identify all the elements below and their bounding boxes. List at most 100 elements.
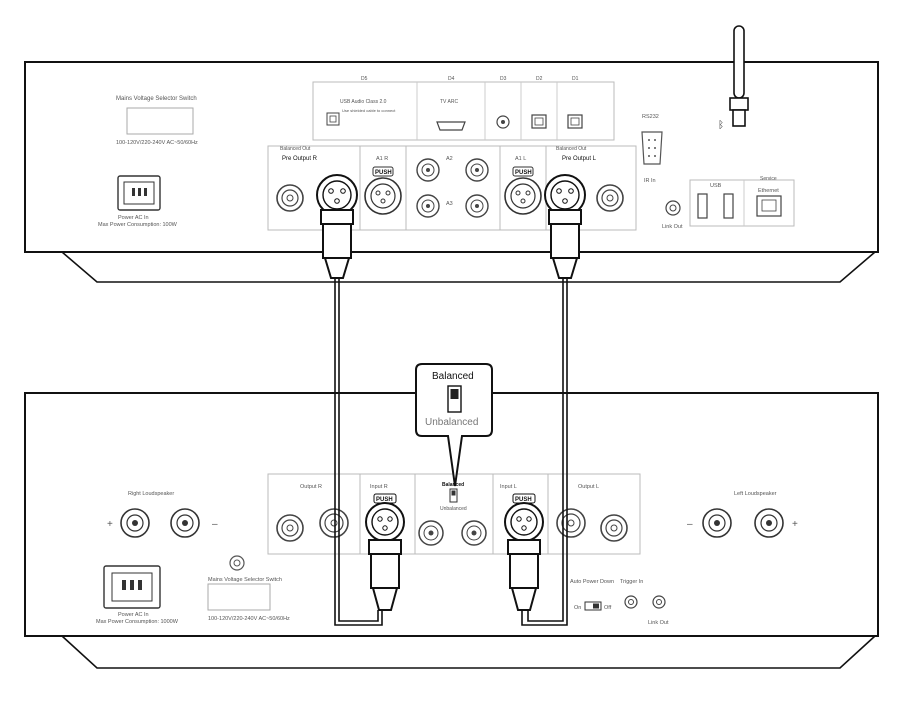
rca-inner [423,525,439,541]
left-speaker-terminal-minus[interactable] [702,508,732,538]
rs232-pin [648,155,650,157]
xlr-pin [521,525,527,531]
jack-ring [281,519,299,537]
input-l-xlr[interactable]: PUSH [504,493,544,542]
bottom-power-pin [130,580,134,590]
rca-outer [416,158,440,182]
link-out-label: Link Out [662,224,683,230]
link-out-label-bottom: Link Out [648,620,669,626]
usb-port-1[interactable] [697,193,708,219]
a1-left-label: A1 R [376,156,388,162]
xlr-pin [515,190,521,196]
rca-input-r[interactable] [418,520,444,546]
rca-a2-right[interactable] [465,158,489,182]
rca-core [475,168,479,172]
a1-l-xlr-input[interactable]: PUSH [504,166,542,215]
terminal-core [132,520,138,526]
auto-power-label: Auto Power Down [570,579,614,585]
top-power-inlet[interactable] [117,175,161,211]
jack-ring [601,189,619,207]
top-unit: Mains Voltage Selector Switch 100-120V/2… [24,25,879,283]
rca-a3-right[interactable] [465,194,489,218]
rca-inner [421,163,435,177]
a1-r-xlr-input[interactable]: PUSH [364,166,402,215]
xlr-pin [387,516,393,522]
rca-outer [416,194,440,218]
plug-boot [510,587,538,611]
output-l-jack-2[interactable] [600,514,628,542]
right-speaker-terminal-plus[interactable] [120,508,150,538]
on-label: On [574,605,581,611]
xlr-pin [334,198,340,204]
callout-switch-knob [450,389,459,399]
rca-a3-left[interactable] [416,194,440,218]
xlr-body [504,177,542,215]
coax-port-d3[interactable] [496,115,510,129]
rca-input-l[interactable] [461,520,487,546]
jack-ring [281,189,299,207]
ethernet-port[interactable] [756,195,782,217]
usb-port-2[interactable] [723,193,734,219]
xlr-pin [375,190,381,196]
digital-input-label-d2: D2 [536,76,543,82]
xlr-pin [520,198,526,204]
bottom-power-label-1: Power AC In [118,612,149,618]
rca-core [475,204,479,208]
optical-port-d1[interactable] [567,114,583,129]
bluetooth-antenna[interactable] [729,25,749,127]
rs232-pin [648,147,650,149]
antenna-base [729,97,749,111]
rca-core [428,530,434,536]
terminal-outer [120,508,150,538]
xlr-inner [370,183,396,209]
xlr-pin [562,198,568,204]
cable-wire [521,278,568,626]
top-voltage-switch[interactable] [126,107,194,135]
rs232-port[interactable] [641,131,663,165]
left-speaker-terminal-plus[interactable] [754,508,784,538]
terminal-core [182,520,188,526]
left-speaker-label: Left Loudspeaker [734,491,777,497]
plug-collar [507,539,541,555]
plug-body [322,223,352,259]
rca-core [426,168,430,172]
output-r-jack[interactable] [276,514,304,542]
usb-b-port-d5[interactable] [326,112,340,126]
output-l-jack[interactable] [556,508,586,538]
top-pre-out-l-rca[interactable] [596,184,624,212]
xlr-body [364,177,402,215]
top-pre-out-r-rca[interactable] [276,184,304,212]
link-out-jack-bottom[interactable] [652,595,666,609]
xlr-pin [385,190,391,196]
bottom-power-inlet[interactable] [103,565,161,609]
xlr-pin [328,188,334,194]
link-out-jack-bottom-core [656,599,662,605]
xlr-pin [516,516,522,522]
usb-audio-label: USB Audio Class 2.0 [340,99,387,105]
plug-body [370,553,400,589]
service-label: Service [760,176,777,182]
hdmi-port[interactable] [436,121,466,131]
rca-a2-left[interactable] [416,158,440,182]
usb-label: USB [710,183,722,189]
trigger-jack[interactable] [624,595,638,609]
cable-wire [338,278,379,622]
usb-b-port-inner [329,115,337,123]
xlr-pin [377,516,383,522]
jack-ring [556,508,586,538]
input-l-label: Input L [500,484,517,490]
right-speaker-terminal-minus[interactable] [170,508,200,538]
cable-wire [334,278,383,626]
link-out-jack[interactable] [665,200,681,216]
bottom-voltage-switch-title: Mains Voltage Selector Switch [208,577,282,583]
rca-outer [465,158,489,182]
top-power-inlet-inner [123,181,155,205]
plug-collar [368,539,402,555]
right-speaker-label: Right Loudspeaker [128,491,174,497]
optical-port-d2[interactable] [531,114,547,129]
left-minus: – [687,519,693,530]
bottom-voltage-switch[interactable] [207,583,271,611]
pre-out-l-section: Balanced Out [556,146,587,152]
output-r-jack-2[interactable] [319,508,349,538]
